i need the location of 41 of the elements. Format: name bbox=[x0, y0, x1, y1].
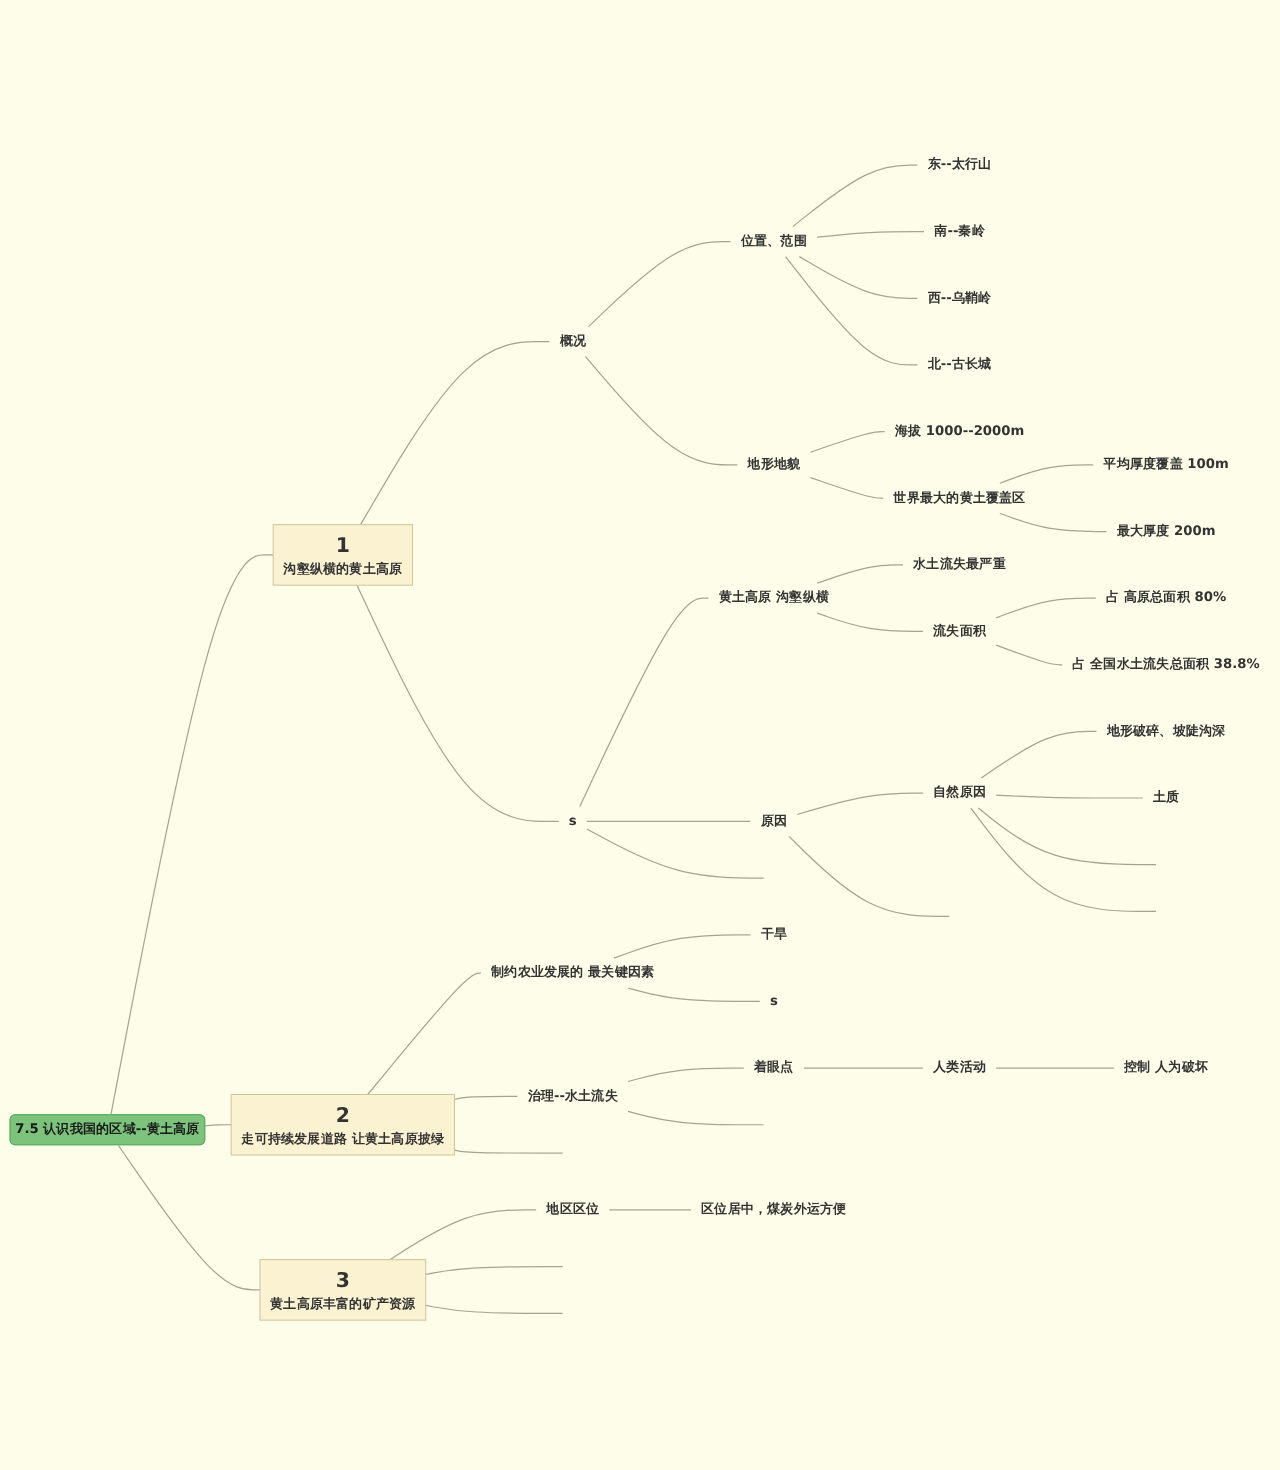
connector bbox=[796, 792, 924, 815]
connector bbox=[627, 1067, 745, 1082]
connector bbox=[999, 464, 1094, 484]
connector bbox=[784, 255, 918, 366]
connector bbox=[999, 512, 1108, 532]
connector bbox=[584, 355, 738, 466]
connector bbox=[453, 1095, 518, 1100]
connector bbox=[579, 597, 710, 807]
connector bbox=[803, 1067, 924, 1069]
connector bbox=[995, 1067, 1115, 1069]
connector bbox=[816, 230, 925, 238]
connector bbox=[204, 1124, 232, 1127]
connector bbox=[356, 584, 560, 822]
connector bbox=[792, 164, 918, 228]
connector bbox=[970, 807, 1157, 912]
connector bbox=[110, 554, 274, 1116]
connector bbox=[627, 987, 761, 1002]
connector bbox=[117, 1144, 261, 1291]
connector bbox=[613, 934, 752, 959]
connector bbox=[359, 340, 550, 526]
connector bbox=[816, 564, 904, 584]
connector bbox=[367, 972, 482, 1095]
connector bbox=[587, 240, 732, 328]
connector bbox=[995, 644, 1063, 666]
connector bbox=[809, 430, 886, 453]
connector bbox=[816, 612, 924, 632]
connector bbox=[980, 730, 1097, 779]
connector bbox=[977, 807, 1157, 866]
connector bbox=[453, 1149, 564, 1154]
connector bbox=[608, 1209, 692, 1211]
connector bbox=[389, 1209, 537, 1261]
connector bbox=[425, 1265, 564, 1275]
connector bbox=[425, 1304, 564, 1314]
connector bbox=[798, 255, 918, 299]
connector bbox=[627, 1110, 765, 1126]
connector bbox=[809, 476, 884, 499]
connector bbox=[586, 820, 752, 822]
connector bbox=[586, 828, 765, 879]
connector bbox=[995, 597, 1097, 619]
connector bbox=[995, 794, 1144, 799]
connector bbox=[788, 835, 950, 917]
